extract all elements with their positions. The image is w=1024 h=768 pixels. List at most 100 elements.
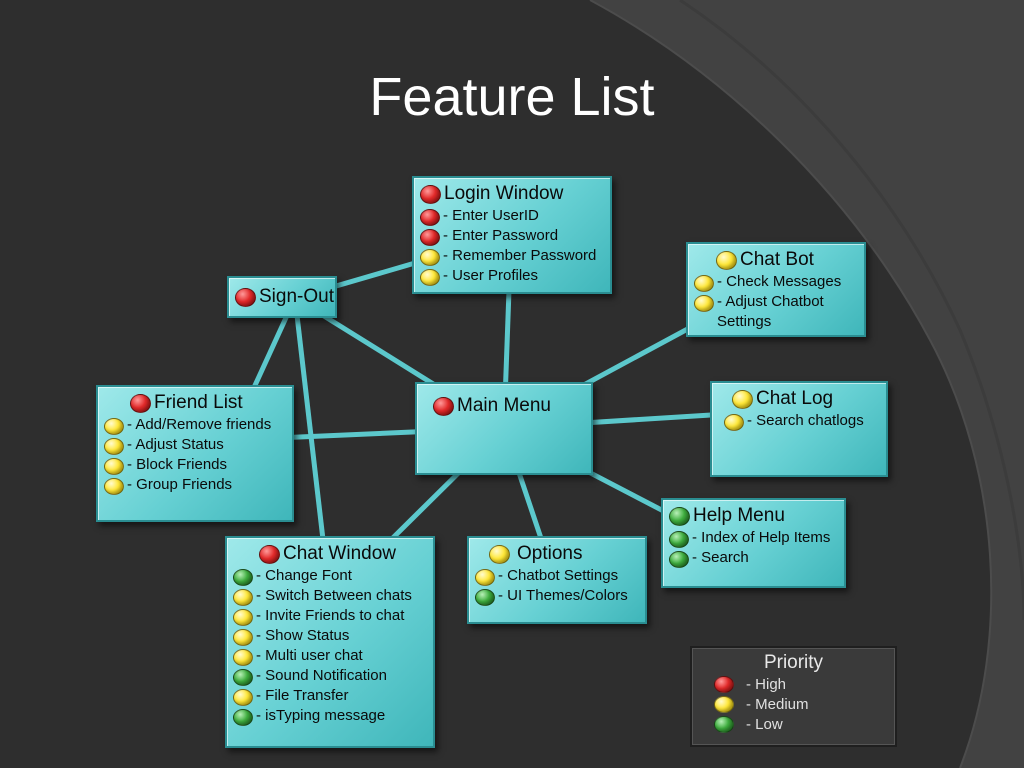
feature-text: - User Profiles <box>443 267 539 284</box>
options-node: Options - Chatbot Settings - UI Themes/C… <box>467 536 647 624</box>
help-menu-node: Help Menu - Index of Help Items - Search <box>661 498 846 588</box>
feature-item: - Adjust Status <box>104 435 286 455</box>
feature-text: - Search <box>692 549 749 566</box>
priority-dot-icon <box>420 249 440 266</box>
node-title: Chat Log <box>732 387 880 411</box>
priority-dot-icon <box>475 589 495 606</box>
feature-item: - Add/Remove friends <box>104 415 286 435</box>
priority-dot-icon <box>669 551 689 568</box>
feature-text: - Invite Friends to chat <box>256 607 405 624</box>
chat-log-node: Chat Log - Search chatlogs <box>710 381 888 477</box>
priority-dot-icon <box>420 184 441 204</box>
legend-title: Priority <box>763 652 824 673</box>
priority-dot-icon <box>233 709 253 726</box>
feature-text: - Index of Help Items <box>692 529 831 546</box>
friend-list-node: Friend List - Add/Remove friends - Adjus… <box>96 385 294 522</box>
node-title: Help Menu <box>669 504 838 528</box>
priority-dot-icon <box>669 531 689 548</box>
feature-text: - Enter UserID <box>443 207 539 224</box>
feature-item: - Switch Between chats <box>233 586 427 606</box>
feature-list: - Check Messages - Adjust Chatbot Settin… <box>694 272 858 332</box>
feature-item: - Group Friends <box>104 475 286 495</box>
feature-list: - Index of Help Items - Search <box>669 528 838 568</box>
priority-dot-icon <box>714 715 734 733</box>
main-menu-node: Main Menu <box>415 382 593 475</box>
feature-text: - Multi user chat <box>256 647 363 664</box>
priority-dot-icon <box>104 458 124 475</box>
feature-item: - Invite Friends to chat <box>233 606 427 626</box>
priority-dot-icon <box>714 675 734 693</box>
feature-item: - Adjust Chatbot Settings <box>694 292 858 332</box>
feature-item: - Check Messages <box>694 272 858 292</box>
feature-text: - Change Font <box>256 567 352 584</box>
priority-dot-icon <box>104 478 124 495</box>
feature-text: - Search chatlogs <box>747 412 864 429</box>
chat-window-node: Chat Window - Change Font - Switch Betwe… <box>225 536 435 748</box>
page-title: Feature List <box>369 67 655 127</box>
feature-text: - Adjust Status <box>127 436 224 453</box>
feature-text: - isTyping message <box>256 707 386 724</box>
legend-item: - Low <box>714 714 895 734</box>
node-title: Options <box>489 542 639 566</box>
priority-dot-icon <box>694 295 714 312</box>
priority-dot-icon <box>233 609 253 626</box>
feature-list: - Add/Remove friends - Adjust Status - B… <box>104 415 286 495</box>
feature-item: - UI Themes/Colors <box>475 586 639 606</box>
sign-out-node: Sign-Out <box>227 276 337 318</box>
priority-dot-icon <box>130 393 151 413</box>
node-title-text: Friend List <box>154 392 243 413</box>
feature-item: - User Profiles <box>420 266 604 286</box>
node-title: Main Menu <box>433 394 585 418</box>
priority-dot-icon <box>233 689 253 706</box>
feature-text: - Chatbot Settings <box>498 567 619 584</box>
feature-list: - Change Font - Switch Between chats - I… <box>233 566 427 726</box>
priority-dot-icon <box>714 695 734 713</box>
node-title: Friend List <box>130 391 286 415</box>
feature-item: - Chatbot Settings <box>475 566 639 586</box>
feature-item: - Index of Help Items <box>669 528 838 548</box>
feature-text: - Adjust Chatbot Settings <box>717 293 824 330</box>
node-title-text: Login Window <box>444 183 564 204</box>
priority-dot-icon <box>104 438 124 455</box>
node-title: Login Window <box>420 182 604 206</box>
feature-text: - File Transfer <box>256 687 349 704</box>
feature-item: - Block Friends <box>104 455 286 475</box>
feature-item: - File Transfer <box>233 686 427 706</box>
feature-list: - Search chatlogs <box>724 411 880 431</box>
feature-item: - Search chatlogs <box>724 411 880 431</box>
node-title-text: Options <box>517 543 583 564</box>
feature-text: - Sound Notification <box>256 667 387 684</box>
priority-dot-icon <box>233 569 253 586</box>
feature-item: - Enter UserID <box>420 206 604 226</box>
priority-dot-icon <box>233 669 253 686</box>
feature-item: - Search <box>669 548 838 568</box>
priority-dot-icon <box>420 269 440 286</box>
node-title-text: Help Menu <box>693 505 785 526</box>
priority-dot-icon <box>433 396 454 416</box>
priority-dot-icon <box>259 544 280 564</box>
feature-list: - Chatbot Settings - UI Themes/Colors <box>475 566 639 606</box>
node-title-text: Chat Log <box>756 388 834 409</box>
priority-dot-icon <box>694 275 714 292</box>
node-title: Chat Window <box>259 542 427 566</box>
feature-text: - Switch Between chats <box>256 587 412 604</box>
priority-dot-icon <box>420 209 440 226</box>
feature-list: - Enter UserID - Enter Password - Rememb… <box>420 206 604 286</box>
priority-dot-icon <box>233 649 253 666</box>
chat-bot-node: Chat Bot - Check Messages - Adjust Chatb… <box>686 242 866 337</box>
feature-text: - Remember Password <box>443 247 597 264</box>
feature-text: - Group Friends <box>127 476 233 493</box>
priority-dot-icon <box>724 414 744 431</box>
feature-text: - UI Themes/Colors <box>498 587 628 604</box>
priority-dot-icon <box>104 418 124 435</box>
feature-item: - isTyping message <box>233 706 427 726</box>
priority-dot-icon <box>732 389 753 409</box>
priority-dot-icon <box>669 506 690 526</box>
feature-item: - Enter Password <box>420 226 604 246</box>
feature-item: - Show Status <box>233 626 427 646</box>
legend-label: - Medium <box>746 695 809 713</box>
feature-text: - Add/Remove friends <box>127 416 272 433</box>
legend-item: - Medium <box>714 694 895 714</box>
priority-dot-icon <box>233 629 253 646</box>
